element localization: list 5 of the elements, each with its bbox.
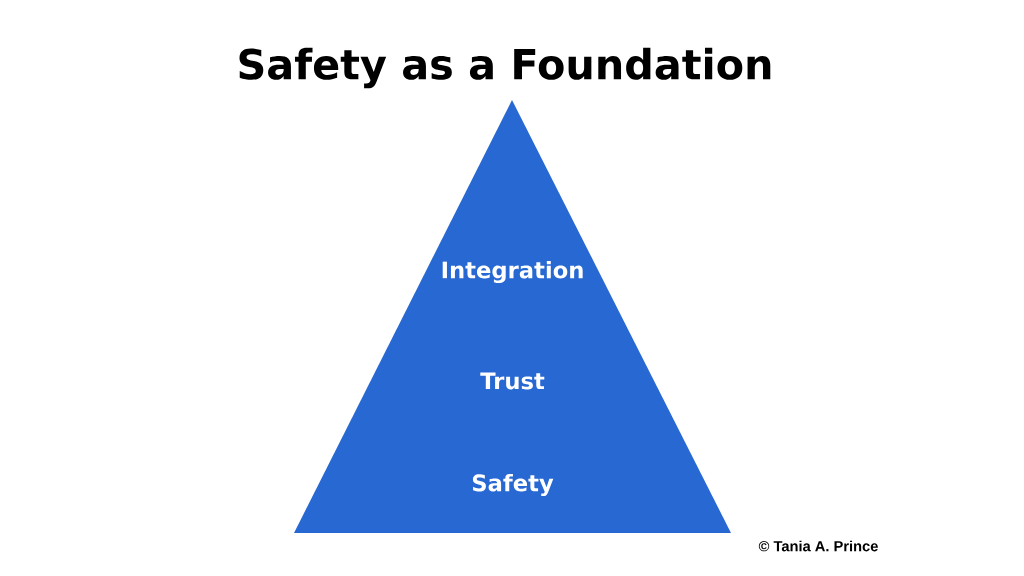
level-label: Safety: [472, 473, 554, 497]
credit-line: © Tania A. Prince: [758, 540, 878, 552]
level-label: Integration: [442, 260, 583, 284]
title: Safety as a Foundation: [239, 47, 771, 89]
level-label: Trust: [480, 372, 545, 390]
